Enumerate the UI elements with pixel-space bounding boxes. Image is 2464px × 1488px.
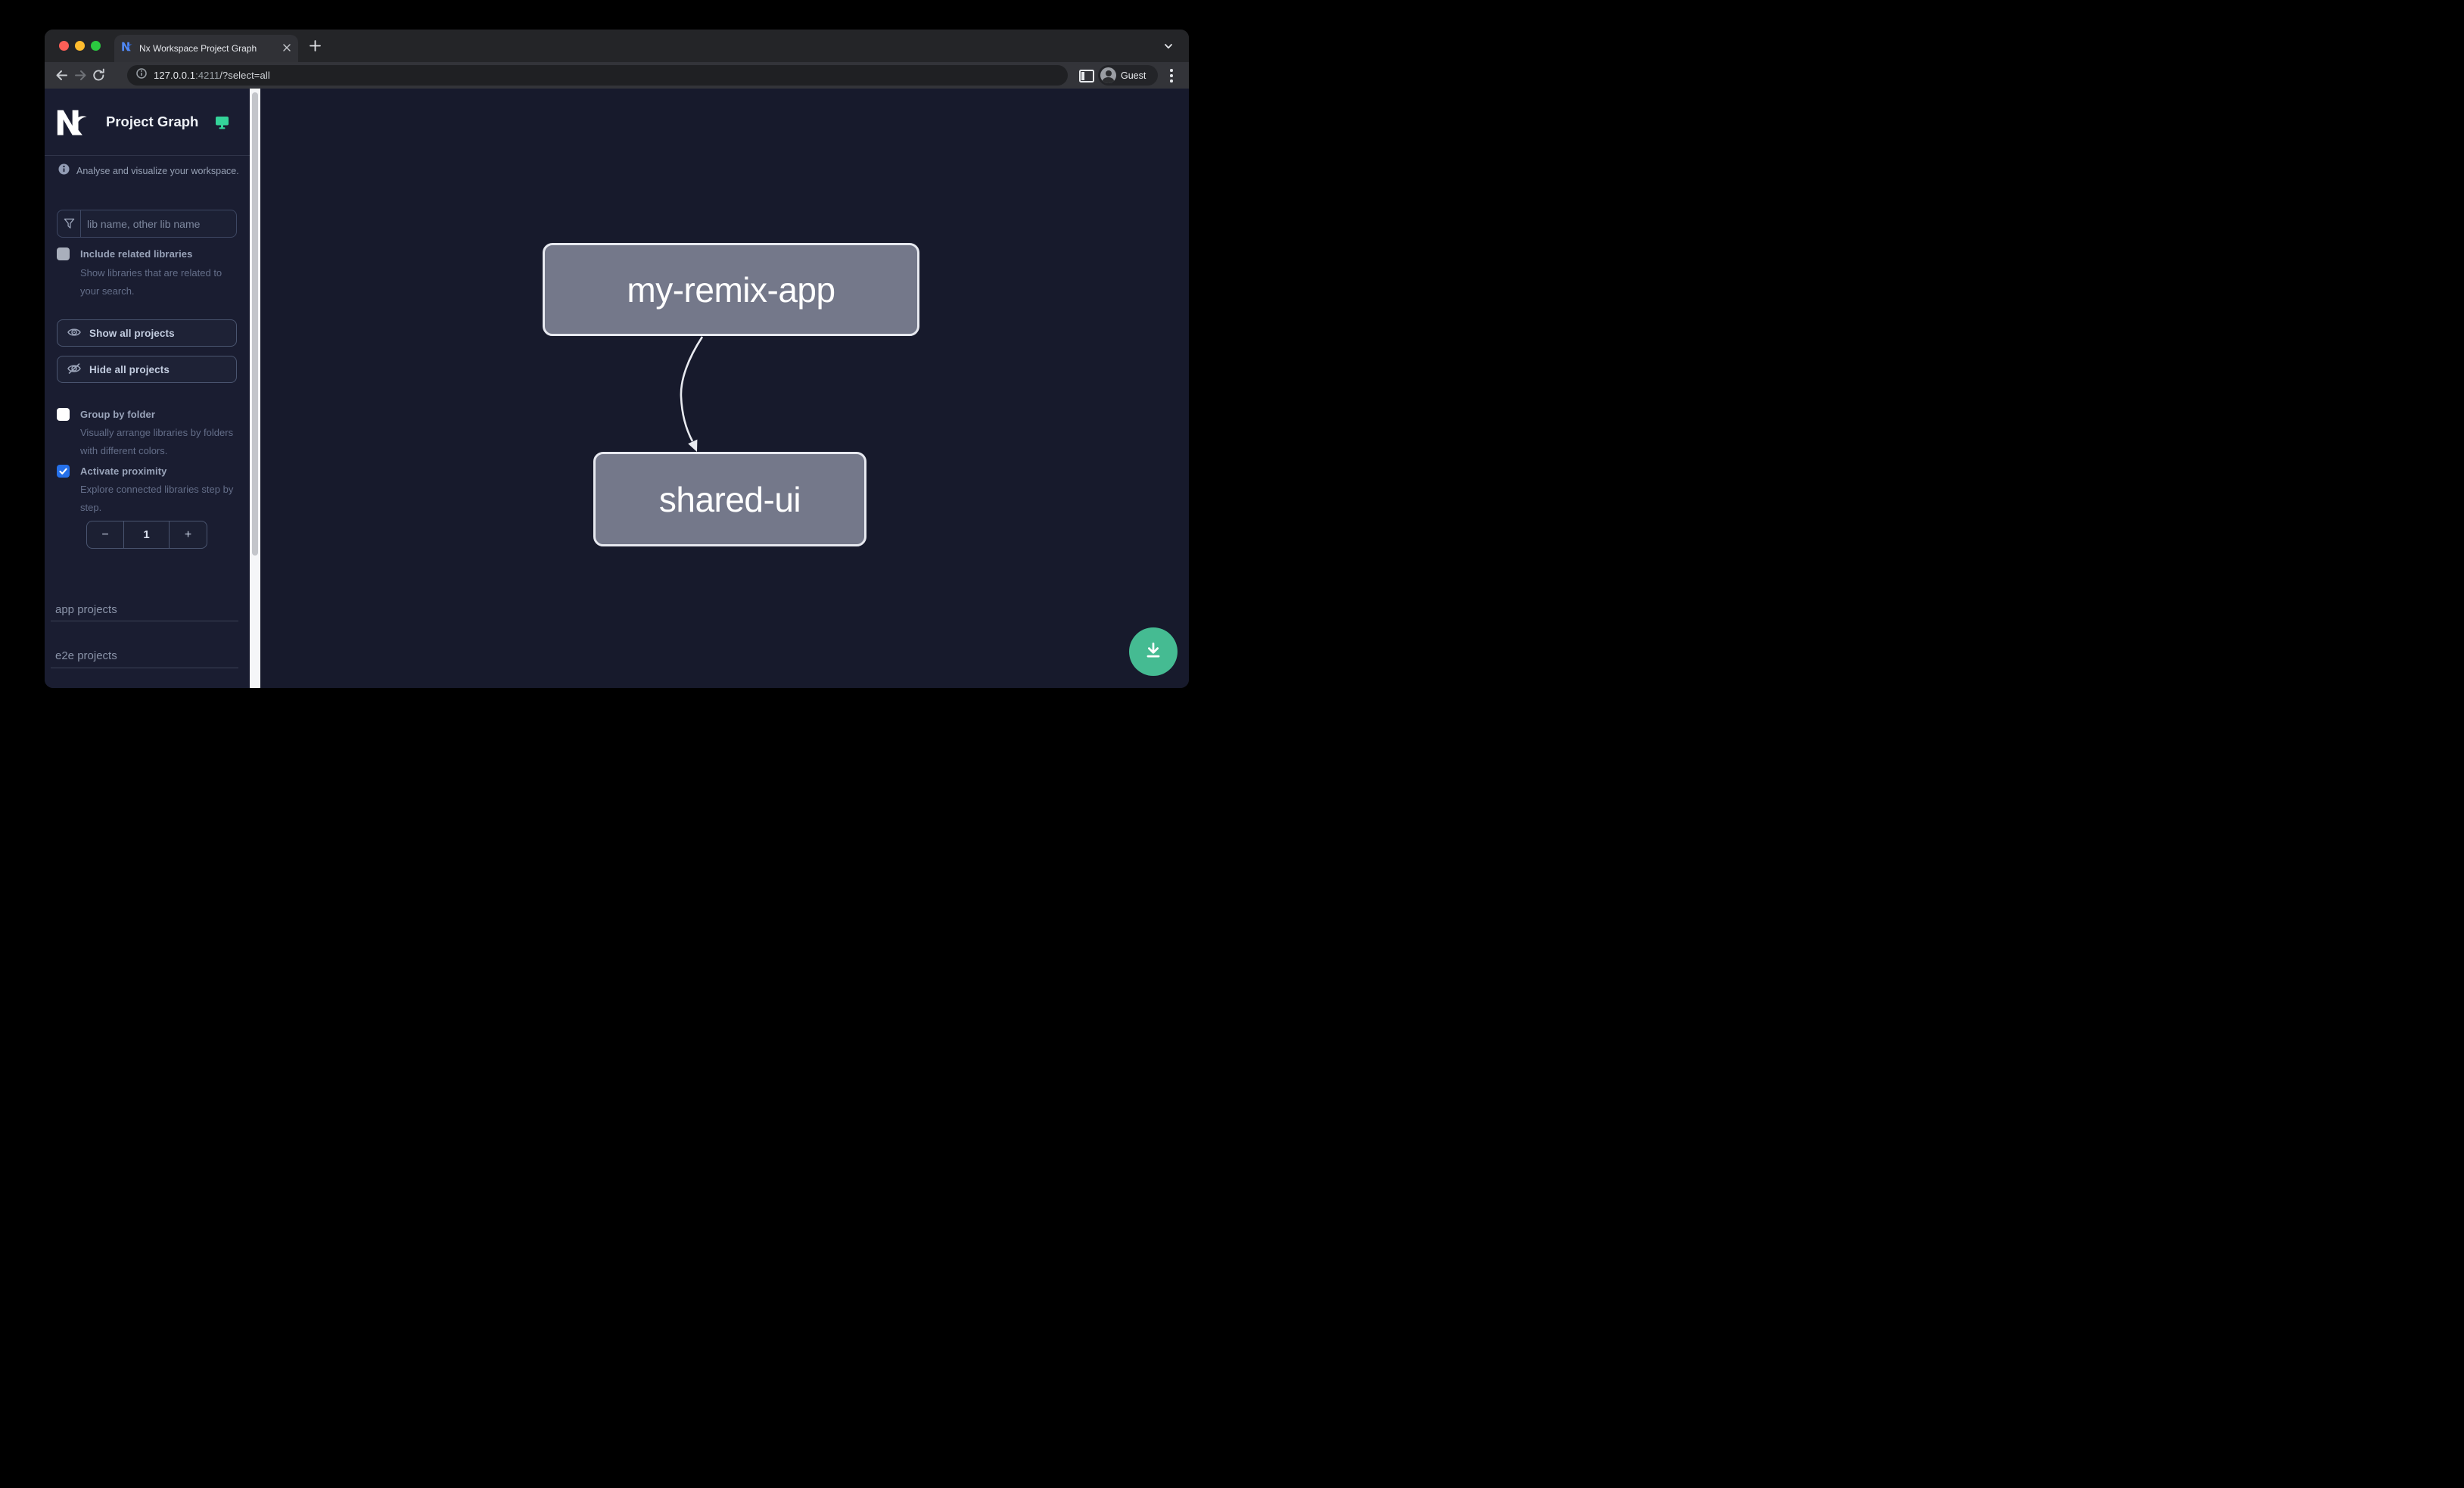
hide-all-projects-label: Hide all projects — [89, 363, 170, 375]
browser-window: Nx Workspace Project Graph 127.0.0.1:421… — [45, 30, 1189, 688]
tab-strip: Nx Workspace Project Graph — [45, 30, 1189, 62]
stepper-decrement-button[interactable]: − — [101, 528, 109, 541]
include-related-description: Show libraries that are related to your … — [80, 267, 222, 297]
side-panel-icon[interactable] — [1079, 70, 1094, 82]
forward-button[interactable] — [73, 68, 88, 82]
sidebar-scrollbar-thumb[interactable] — [252, 92, 258, 556]
page-title: Project Graph — [106, 114, 199, 129]
group-by-folder-label: Group by folder — [80, 409, 155, 420]
node-label: my-remix-app — [627, 269, 835, 310]
tab-favicon-nx-icon — [122, 42, 133, 55]
avatar — [1100, 67, 1116, 83]
group-by-folder-description: Visually arrange libraries by folders wi… — [80, 427, 234, 456]
activate-proximity-label: Activate proximity — [80, 465, 167, 477]
search-box — [57, 210, 237, 238]
window-minimize-button[interactable] — [75, 41, 85, 51]
proximity-stepper: − 1 + — [86, 521, 207, 549]
window-close-button[interactable] — [59, 41, 69, 51]
tab-title: Nx Workspace Project Graph — [139, 43, 257, 54]
profile-label: Guest — [1121, 70, 1146, 81]
graph-edge — [680, 336, 704, 452]
search-input[interactable] — [81, 210, 236, 237]
activate-proximity-checkbox[interactable] — [57, 465, 70, 478]
download-icon — [1143, 640, 1163, 664]
eye-icon — [67, 327, 81, 340]
browser-tab[interactable]: Nx Workspace Project Graph — [114, 35, 298, 62]
hide-all-projects-button[interactable]: Hide all projects — [57, 356, 237, 383]
browser-toolbar: 127.0.0.1:4211/?select=all Guest — [45, 62, 1189, 89]
theme-monitor-icon[interactable] — [215, 116, 229, 129]
group-by-folder-checkbox[interactable] — [57, 408, 70, 421]
divider — [45, 155, 250, 156]
back-button[interactable] — [54, 68, 69, 82]
reload-button[interactable] — [92, 68, 106, 82]
show-all-projects-button[interactable]: Show all projects — [57, 319, 237, 347]
show-all-projects-label: Show all projects — [89, 327, 175, 339]
tab-strip-chevron-down-icon[interactable] — [1163, 41, 1174, 51]
tab-close-icon[interactable] — [283, 42, 291, 55]
download-image-button[interactable] — [1129, 627, 1178, 676]
eye-off-icon — [67, 363, 81, 376]
graph-node-shared-ui[interactable]: shared-ui — [593, 452, 866, 546]
url-bar[interactable]: 127.0.0.1:4211/?select=all — [127, 65, 1068, 86]
tagline-text: Analyse and visualize your workspace. — [76, 166, 239, 176]
activate-proximity-description: Explore connected libraries step by step… — [80, 484, 234, 513]
nx-logo-icon — [57, 108, 89, 137]
include-related-checkbox[interactable] — [57, 247, 70, 260]
stepper-increment-button[interactable]: + — [184, 528, 192, 541]
stepper-value: 1 — [123, 521, 170, 548]
profile-button[interactable]: Guest — [1098, 65, 1158, 86]
section-app-projects: app projects — [55, 603, 117, 616]
tagline-row: Analyse and visualize your workspace. — [58, 163, 239, 179]
sidebar-scrollbar-track — [250, 89, 260, 688]
filter-funnel-icon — [58, 210, 81, 237]
section-e2e-projects: e2e projects — [55, 649, 117, 662]
include-related-label: Include related libraries — [80, 248, 193, 260]
info-icon — [58, 163, 70, 179]
graph-node-my-remix-app[interactable]: my-remix-app — [543, 243, 919, 336]
new-tab-button[interactable] — [309, 39, 322, 52]
graph-canvas[interactable]: my-remix-app shared-ui — [260, 89, 1189, 688]
window-zoom-button[interactable] — [91, 41, 101, 51]
browser-menu-icon[interactable] — [1170, 69, 1173, 82]
url-text: 127.0.0.1:4211/?select=all — [154, 70, 270, 81]
site-info-icon[interactable] — [136, 68, 147, 82]
page-content: Project Graph Analyse and visualize your… — [45, 89, 1189, 688]
node-label: shared-ui — [658, 479, 801, 519]
sidebar: Project Graph Analyse and visualize your… — [45, 89, 250, 688]
